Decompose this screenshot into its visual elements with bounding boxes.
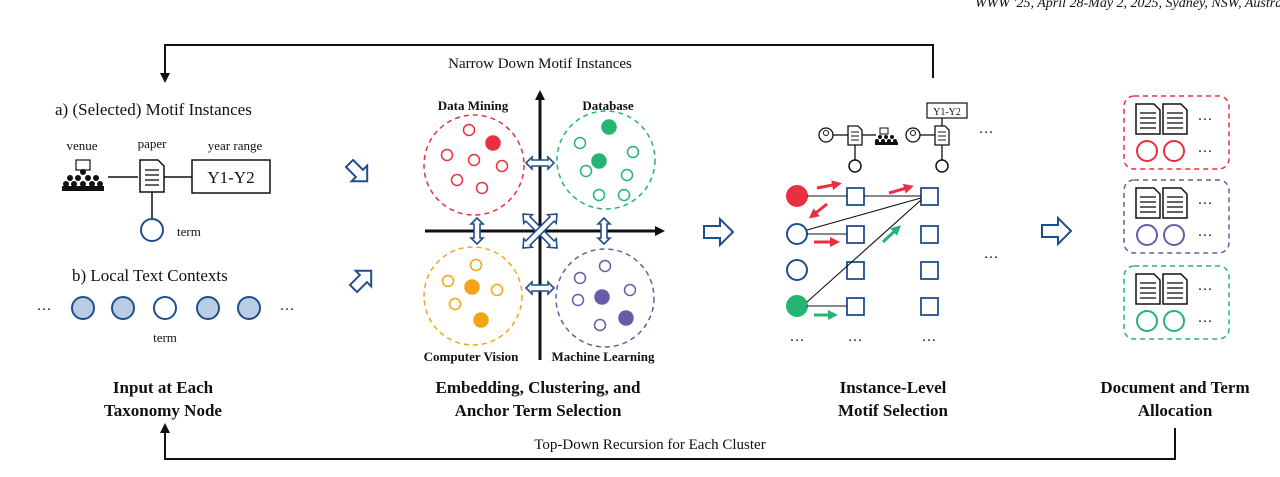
allocation-dots: ··· xyxy=(1198,282,1213,298)
caption-embedding-line1: Embedding, Clustering, and xyxy=(436,378,642,397)
cluster-data-mining xyxy=(423,114,525,216)
document-icon xyxy=(1135,187,1161,219)
document-icon xyxy=(1162,187,1188,219)
caption-embedding-line2: Anchor Term Selection xyxy=(455,401,622,420)
motif-edges xyxy=(806,195,922,307)
hollow-arrow-up-right xyxy=(348,269,373,294)
recursion-label: Top-Down Recursion for Each Cluster xyxy=(534,437,765,453)
motif-dots-top: ··· xyxy=(979,125,994,141)
document-icon xyxy=(1162,273,1188,305)
document-icon xyxy=(1135,103,1161,135)
cluster-label-database: Database xyxy=(582,98,634,113)
allocation-group-red: ··· ··· xyxy=(1123,95,1230,170)
term-circle xyxy=(1163,224,1185,246)
motif-dots-mid: ··· xyxy=(984,250,999,266)
term-label: term xyxy=(177,224,201,239)
allocation-dots: ··· xyxy=(1198,144,1213,160)
embedding-panel: Data Mining Database Computer Vision Mac… xyxy=(423,90,665,364)
caption-input-line1: Input at Each xyxy=(113,378,214,397)
cluster-connectors xyxy=(469,155,612,296)
allocation-panel: ··· ··· ··· ··· ··· ··· xyxy=(1123,95,1230,340)
hollow-arrow-down-right xyxy=(344,158,369,183)
paper-icon xyxy=(139,159,165,193)
motif-dots-bottom-b: ··· xyxy=(848,333,863,349)
context-token xyxy=(111,296,135,320)
year-range-value: Y1-Y2 xyxy=(207,168,254,187)
motif-instance-1 xyxy=(818,125,898,173)
caption-motif-line2: Motif Selection xyxy=(838,401,949,420)
year-range-label: year range xyxy=(208,138,263,153)
term-circle xyxy=(1136,140,1158,162)
allocation-dots: ··· xyxy=(1198,314,1213,330)
term-circle xyxy=(1136,310,1158,332)
motif-instances-heading: a) (Selected) Motif Instances xyxy=(55,100,252,119)
context-token-row xyxy=(71,296,261,320)
term-column xyxy=(786,185,808,317)
running-header: WWW '25, April 28-May 2, 2025, Sydney, N… xyxy=(975,0,1280,11)
cluster-machine-learning xyxy=(555,248,655,348)
context-term-token xyxy=(153,296,177,320)
context-token xyxy=(237,296,261,320)
cluster-label-machine-learning: Machine Learning xyxy=(552,349,655,364)
context-token xyxy=(196,296,220,320)
cluster-database xyxy=(556,110,656,210)
context-term-label: term xyxy=(153,330,177,345)
document-icon xyxy=(1162,103,1188,135)
term-circle xyxy=(1136,224,1158,246)
motif-instance-2: Y1-Y2 xyxy=(905,102,968,173)
instance-column-b xyxy=(920,187,939,316)
paper-label: paper xyxy=(138,136,168,151)
document-icon xyxy=(1135,273,1161,305)
caption-alloc-line2: Allocation xyxy=(1138,401,1213,420)
venue-icon xyxy=(62,159,104,191)
term-circle xyxy=(1163,310,1185,332)
hollow-arrow-right-1 xyxy=(703,216,735,248)
motif-dots-bottom-c: ··· xyxy=(922,333,937,349)
instance-column-a xyxy=(846,187,865,316)
term-circle xyxy=(1163,140,1185,162)
captions: Input at Each Taxonomy Node Embedding, C… xyxy=(104,378,1250,420)
context-ellipsis-right: ··· xyxy=(280,302,295,318)
term-node xyxy=(140,218,164,242)
local-context-heading: b) Local Text Contexts xyxy=(72,266,228,285)
motif-year-tag: Y1-Y2 xyxy=(933,107,961,118)
caption-input-line2: Taxonomy Node xyxy=(104,401,222,420)
motif-panel: Y1-Y2 ··· xyxy=(786,102,999,349)
caption-alloc-line1: Document and Term xyxy=(1100,378,1249,397)
input-panel: a) (Selected) Motif Instances venue pape… xyxy=(37,100,295,345)
allocation-dots: ··· xyxy=(1198,228,1213,244)
context-ellipsis-left: ··· xyxy=(37,302,52,318)
motif-dots-bottom-a: ··· xyxy=(790,333,805,349)
allocation-dots: ··· xyxy=(1198,196,1213,212)
hollow-arrow-right-2 xyxy=(1041,215,1073,247)
venue-label: venue xyxy=(66,138,97,153)
narrow-down-label: Narrow Down Motif Instances xyxy=(448,56,632,72)
context-token xyxy=(71,296,95,320)
recursion-loop: Top-Down Recursion for Each Cluster xyxy=(160,423,1176,460)
allocation-group-green: ··· ··· xyxy=(1123,265,1230,340)
allocation-dots: ··· xyxy=(1198,112,1213,128)
cluster-label-data-mining: Data Mining xyxy=(438,98,509,113)
cluster-label-computer-vision: Computer Vision xyxy=(424,349,520,364)
narrow-down-loop: Narrow Down Motif Instances xyxy=(160,44,934,83)
allocation-group-purple: ··· ··· xyxy=(1123,179,1230,254)
year-range-box xyxy=(191,159,271,194)
caption-motif-line1: Instance-Level xyxy=(840,378,947,397)
cluster-computer-vision xyxy=(423,246,523,346)
